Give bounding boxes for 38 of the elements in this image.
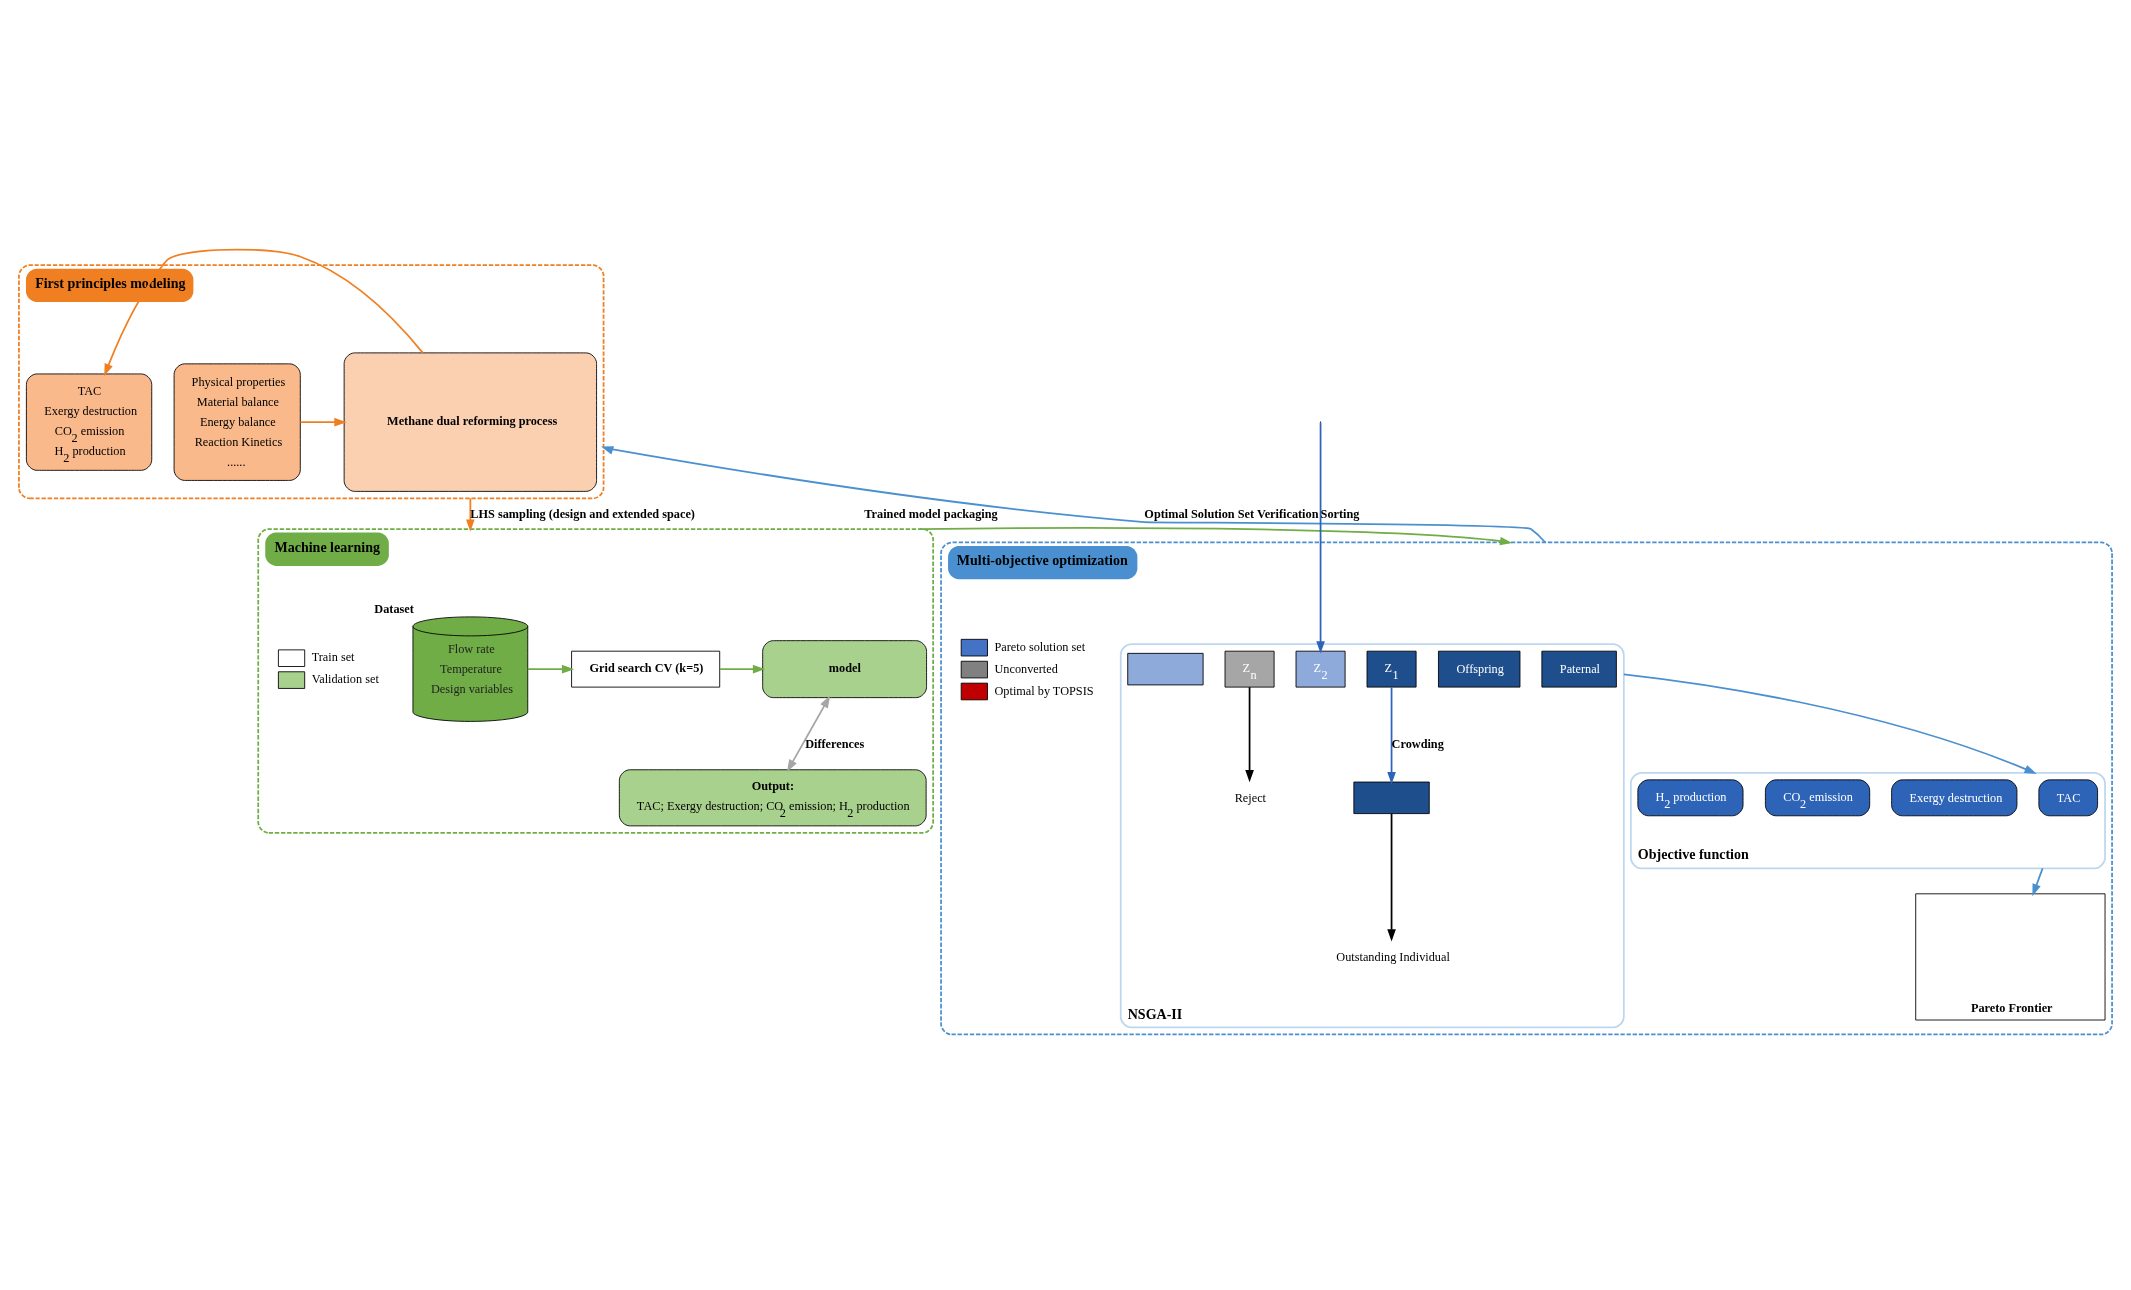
arrow xyxy=(1387,685,1396,784)
legend-label: Unconverted xyxy=(994,661,1058,676)
edge-label: Optimal Solution Set Verification xyxy=(1144,506,1319,521)
node-box: Physical properties Material balance Energy balance Reaction Kinetics ...... xyxy=(173,362,301,481)
legend-label: Validation set xyxy=(311,671,379,686)
node-box: TAC xyxy=(2038,778,2099,816)
node-text: Reject xyxy=(1234,790,1267,805)
node-box xyxy=(1127,652,1204,685)
node-box: Exergy destruction xyxy=(1891,778,2018,816)
node-box xyxy=(1353,781,1430,814)
node-box: Offspring xyxy=(1438,650,1521,688)
arrow xyxy=(786,695,831,772)
node-box: Paternal xyxy=(1541,650,1617,688)
legend-label: Pareto solution set xyxy=(994,639,1086,654)
node-label: Dataset xyxy=(374,601,414,615)
node-box: Methane dual reforming process xyxy=(343,351,597,492)
edge-label: Differences xyxy=(805,736,865,751)
edge-label: Crowding xyxy=(1391,736,1444,751)
arrow xyxy=(299,417,347,426)
arrow xyxy=(2032,867,2044,896)
arrow xyxy=(1245,685,1254,782)
node-box: Pareto Frontier xyxy=(1915,892,2106,1020)
arrow xyxy=(719,664,766,673)
node-text: Outstanding Individual xyxy=(1336,949,1450,964)
arrow xyxy=(527,664,575,673)
legend-label: Train set xyxy=(311,649,355,664)
arrow xyxy=(601,445,1547,543)
node-box: Grid search CV (k=5) xyxy=(571,650,721,688)
arrow xyxy=(918,526,1513,545)
arrow xyxy=(104,248,424,376)
arrow xyxy=(1622,673,2037,774)
arrow xyxy=(1316,421,1325,654)
arrow xyxy=(1387,812,1396,941)
node-box: model xyxy=(762,639,927,698)
edge-label: Sorting xyxy=(1320,506,1360,521)
arrow xyxy=(466,497,475,532)
edge-label: Trained model packaging xyxy=(864,506,998,521)
legend-label: Optimal by TOPSIS xyxy=(994,683,1094,698)
